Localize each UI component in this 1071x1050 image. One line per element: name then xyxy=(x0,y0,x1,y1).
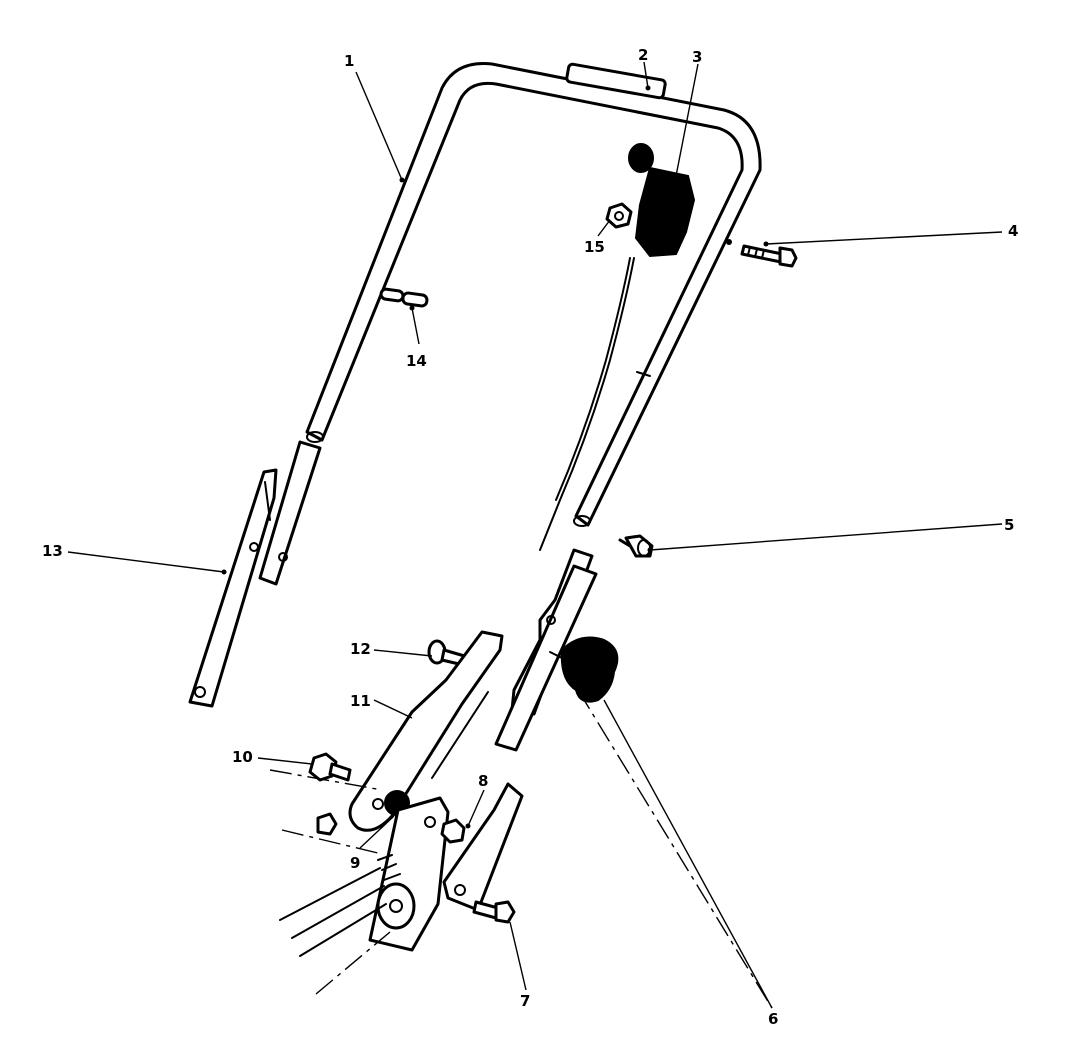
callout-2: 2 xyxy=(638,46,648,64)
callout-4: 4 xyxy=(1008,222,1018,240)
lower-handle-right xyxy=(494,548,598,752)
knob-6 xyxy=(549,636,619,703)
callout-labels: 1 2 3 4 5 6 7 8 9 10 11 12 13 14 15 xyxy=(42,46,1018,1028)
deck-bracket xyxy=(279,796,450,957)
center-lines xyxy=(269,689,773,1009)
nut-8 xyxy=(440,818,466,844)
callout-15: 15 xyxy=(584,238,605,256)
bolt-7 xyxy=(472,900,516,924)
lower-handle-left xyxy=(188,440,322,708)
callout-13: 13 xyxy=(42,542,63,560)
leader-lines xyxy=(67,61,1003,1009)
bolt-10 xyxy=(308,752,352,782)
wing-nut-5 xyxy=(618,534,654,558)
callout-6: 6 xyxy=(768,1010,778,1028)
callout-3: 3 xyxy=(692,48,702,66)
callout-1: 1 xyxy=(344,52,354,70)
bracket-arm-11 xyxy=(348,630,504,832)
pins xyxy=(379,287,429,308)
callout-12: 12 xyxy=(350,640,371,658)
bolt-4 xyxy=(740,244,798,268)
callout-11: 11 xyxy=(350,692,371,710)
callout-9: 9 xyxy=(350,854,360,872)
callout-8: 8 xyxy=(478,772,488,790)
callout-14: 14 xyxy=(406,352,427,370)
callout-5: 5 xyxy=(1004,516,1014,534)
nut-15 xyxy=(605,202,633,229)
upper-handle xyxy=(305,62,762,527)
right-plate xyxy=(442,782,524,912)
handle-grip-label xyxy=(565,62,667,100)
callout-7: 7 xyxy=(520,992,530,1010)
throttle-control xyxy=(539,143,696,551)
callout-10: 10 xyxy=(232,748,253,766)
